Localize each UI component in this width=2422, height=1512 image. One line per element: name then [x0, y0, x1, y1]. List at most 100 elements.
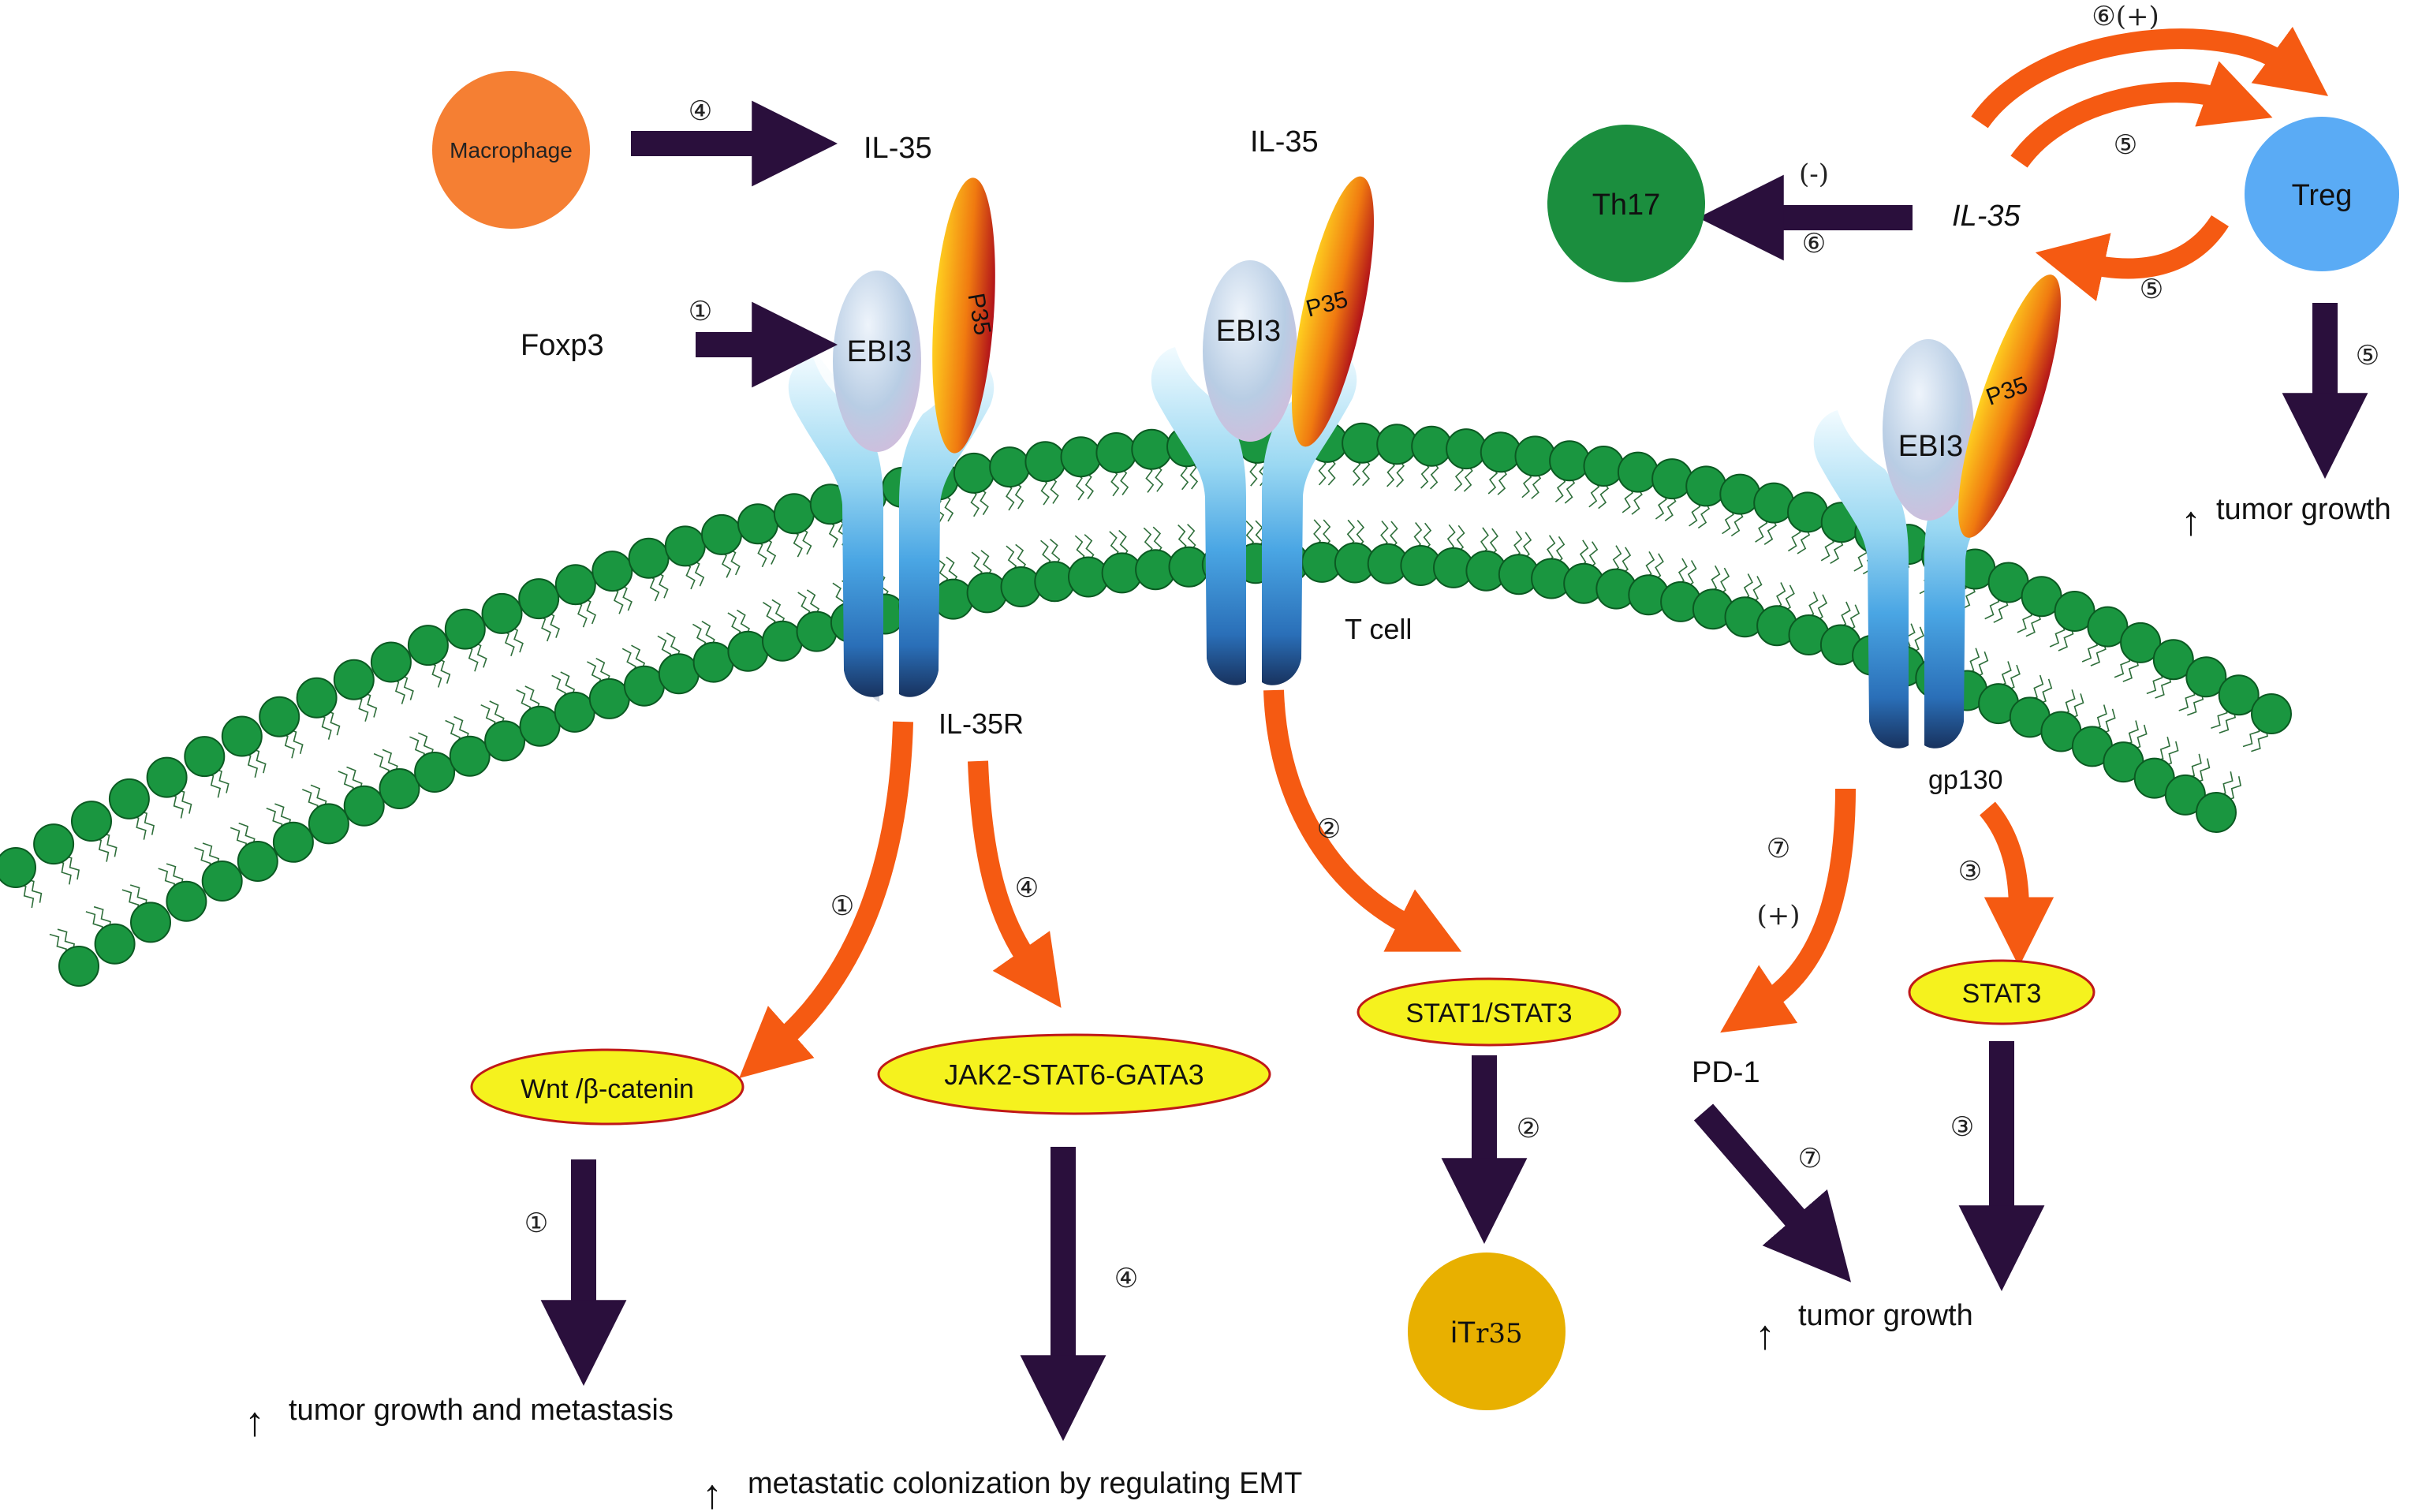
lipid-head	[1095, 432, 1137, 473]
lipid-head	[692, 641, 734, 683]
lipid-head	[1719, 473, 1761, 515]
lipid-head	[1411, 425, 1453, 467]
lipid-head	[94, 923, 136, 965]
ebi3-label: EBI3	[1898, 430, 1963, 463]
lipid-head	[554, 564, 596, 606]
lipid-head	[370, 641, 412, 683]
lipid-head	[932, 578, 974, 620]
il35-complex-center: EBI3 P35	[1203, 176, 1375, 447]
step-mark-2: ②	[1317, 813, 1341, 845]
step-mark-7: ⑦	[1798, 1143, 1822, 1174]
arrow-il35r-jak2	[968, 760, 1062, 1008]
lipid-head	[1024, 441, 1066, 483]
lipid-head	[628, 537, 670, 579]
il35r-label: IL-35R	[939, 707, 1024, 740]
lipid-head	[379, 768, 420, 809]
lipid-head	[658, 653, 700, 695]
lipid-head	[1549, 440, 1591, 482]
lipid-head	[1376, 424, 1418, 465]
il35-receptor-center	[1151, 347, 1357, 685]
t-cell-label: T cell	[1345, 613, 1412, 645]
pathway-jak2: JAK2-STAT6-GATA3	[877, 1033, 1271, 1115]
il35-label-left: IL-35	[864, 132, 932, 165]
arrow-pd1-tumor	[1693, 1103, 1852, 1282]
lipid-head	[0, 847, 36, 888]
lipid-head	[1651, 458, 1693, 500]
lipid-head	[33, 823, 75, 865]
arrow-gp130-stat3	[1979, 801, 2054, 967]
itr35-cell: iTr35	[1408, 1253, 1566, 1410]
lipid-head	[272, 821, 314, 863]
outcome-growth-metastasis: tumor growth and metastasis	[289, 1394, 674, 1427]
arrow-gp130-pd1	[1720, 788, 1856, 1033]
lipid-head	[58, 946, 99, 987]
lipid-head	[108, 778, 150, 819]
lipid-head	[2185, 656, 2227, 698]
itr35-label: iTr35	[1450, 1316, 1522, 1350]
lipid-head	[296, 677, 338, 719]
lipid-head	[519, 705, 561, 747]
jak2-label: JAK2-STAT6-GATA3	[944, 1058, 1204, 1091]
th17-cell: Th17	[1547, 125, 1705, 282]
lipid-head	[333, 659, 375, 700]
step-mark-1: ①	[830, 890, 854, 922]
lipid-head	[1514, 435, 1556, 477]
lipid-head	[130, 902, 171, 943]
pathway-stat3: STAT3	[1908, 959, 2095, 1025]
lipid-head	[664, 525, 706, 567]
lipid-head	[343, 785, 385, 827]
up-arrow: ↑	[244, 1399, 265, 1445]
arrow-tcell-stat1	[1263, 689, 1462, 952]
lipid-head	[518, 578, 560, 620]
wnt-label: Wnt /β-catenin	[521, 1074, 694, 1104]
up-arrow: ↑	[702, 1472, 722, 1512]
lipid-head	[2196, 792, 2237, 833]
lipid-head	[554, 691, 595, 733]
lipid-head	[796, 610, 838, 652]
step-mark-5: ⑤	[2356, 340, 2379, 371]
step-mark-5: ⑤	[2114, 129, 2137, 161]
step-mark-4: ④	[689, 95, 712, 127]
stat1-stat3-label: STAT1/STAT3	[1406, 999, 1573, 1029]
macrophage-label: Macrophage	[450, 138, 573, 162]
step-mark-5: ⑤	[2140, 274, 2163, 305]
step-mark-3: ③	[1958, 856, 1982, 887]
lipid-head	[1617, 451, 1659, 493]
il35-label-right: IL-35	[1952, 200, 2021, 233]
lipid-head	[953, 452, 995, 494]
lipid-head	[184, 736, 226, 778]
up-arrow: ↑	[1755, 1312, 1775, 1358]
lipid-head	[484, 720, 526, 762]
orange-arrows	[739, 26, 2329, 1079]
lipid-head	[1480, 431, 1521, 473]
up-arrow: ↑	[2181, 498, 2201, 544]
minus-mark: (-)	[1799, 159, 1829, 190]
ebi3-label: EBI3	[1216, 315, 1281, 348]
th17-label: Th17	[1592, 189, 1661, 222]
stat3-label: STAT3	[1962, 979, 2042, 1009]
step-mark-6-plus: ⑥(+)	[2092, 1, 2159, 32]
lipid-head	[737, 503, 778, 545]
lipid-head	[2152, 639, 2194, 681]
pathway-stat1-stat3: STAT1/STAT3	[1357, 977, 1622, 1047]
lipid-head	[2164, 774, 2206, 816]
arrow-il35-treg-outer	[1971, 26, 2329, 129]
treg-cell: Treg	[2245, 117, 2399, 271]
step-mark-3: ③	[1950, 1111, 1974, 1143]
lipid-head	[1446, 428, 1487, 470]
step-mark-6: ⑥	[1802, 228, 1826, 259]
il35-label-center: IL-35	[1250, 125, 1319, 159]
outcome-tumor-growth-treg: tumor growth	[2216, 493, 2391, 526]
gp130-label: gp130	[1928, 765, 2003, 795]
arrow-il35r-wnt	[739, 721, 913, 1079]
lipid-head	[166, 880, 207, 922]
step-mark-1: ①	[689, 296, 712, 327]
lipid-head	[414, 752, 456, 793]
lipid-head	[71, 801, 112, 842]
step-mark-2: ②	[1517, 1113, 1540, 1144]
lipid-head	[1060, 436, 1102, 478]
lipid-head	[449, 735, 491, 777]
step-mark-4: ④	[1015, 872, 1039, 904]
foxp3-label: Foxp3	[521, 329, 604, 362]
